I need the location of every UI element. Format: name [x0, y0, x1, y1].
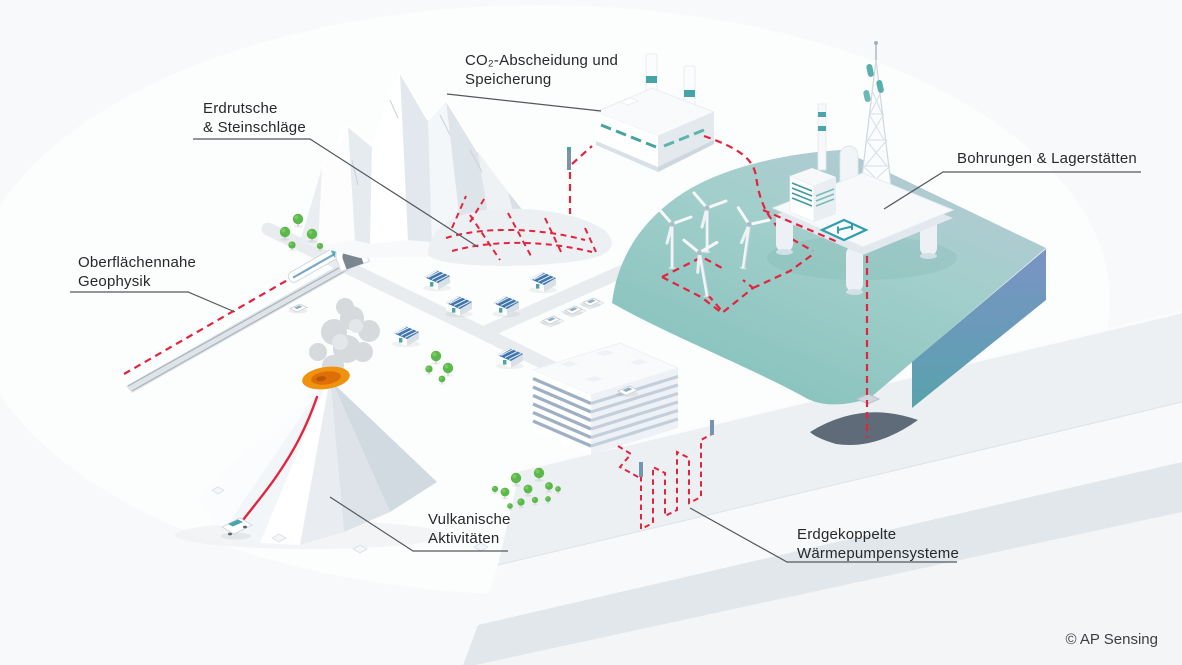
tree-icon: [292, 213, 304, 228]
vehicles: [288, 297, 639, 398]
factory-fiber-line: [568, 145, 593, 214]
heat-pump-connector: [617, 445, 641, 479]
tree-icon: [531, 496, 539, 506]
heat-pump-field: [617, 420, 714, 531]
factory-icon: [567, 53, 814, 252]
tree-icon: [288, 241, 296, 252]
tree-icon: [555, 486, 561, 494]
reservoir-lens: [810, 412, 918, 445]
leader-lines: [70, 93, 1141, 563]
railway: [123, 240, 371, 393]
label-co2-capture: CO₂-Abscheidung und Speicherung: [465, 51, 618, 89]
label-landslides: Erdrutsche & Steinschläge: [203, 99, 306, 137]
wind-farm: [657, 191, 813, 315]
monitoring-van-icon: [221, 517, 253, 540]
tree-icon: [545, 496, 551, 504]
borehole-pad: [855, 393, 881, 405]
label-heat-pump-line1: Erdgekoppelte: [797, 526, 897, 543]
label-co2-line2: Speicherung: [465, 71, 552, 88]
label-geophysics-line1: Oberflächennahe: [78, 254, 197, 271]
tree-icon: [306, 228, 318, 243]
label-heat-pump: Erdgekoppelte Wärmepumpensysteme: [797, 525, 959, 563]
tree-icon: [533, 467, 545, 482]
copyright-notice: © AP Sensing: [1065, 631, 1158, 648]
tree-icon: [438, 375, 446, 385]
geophysik-leader-line: [70, 291, 236, 313]
label-geophysics-line2: Geophysik: [78, 273, 151, 290]
tree-icon: [442, 362, 454, 377]
tree-icon: [430, 350, 442, 365]
volcano-icon: [175, 298, 489, 554]
label-geophysics: Oberflächennahe Geophysik: [78, 253, 196, 291]
smokestack-icon: [683, 65, 696, 107]
lava-monitoring-cable: [238, 395, 319, 526]
tree-icon: [425, 365, 433, 376]
tree-icon: [316, 242, 324, 252]
deck-fiber-line: [762, 208, 841, 245]
waermepumpen-leader-line: [689, 507, 957, 563]
label-landslides-line1: Erdrutsche: [203, 100, 278, 117]
erdrutsche-leader-line: [193, 138, 479, 248]
rocks: [211, 486, 489, 554]
co2-leader-line: [446, 93, 602, 112]
label-heat-pump-line2: Wärmepumpensysteme: [797, 545, 959, 562]
label-volcanic-line1: Vulkanische: [428, 511, 511, 528]
volcano-crater: [302, 366, 350, 390]
offshore-platform-icon: [762, 41, 955, 295]
tree-icon: [510, 472, 522, 487]
smokestack-icon: [645, 53, 658, 93]
label-volcanic-line2: Aktivitäten: [428, 530, 500, 547]
tree-icon: [545, 482, 553, 493]
subsea-cable-fiber: [661, 254, 813, 315]
sensor-post-icon: [710, 420, 714, 435]
label-drilling-text: Bohrungen & Lagerstätten: [957, 150, 1137, 167]
label-landslides-line2: & Steinschläge: [203, 119, 306, 136]
label-drilling: Bohrungen & Lagerstätten: [957, 149, 1137, 168]
platform-building: [789, 168, 836, 223]
label-co2-line1: CO₂-Abscheidung und: [465, 52, 619, 69]
water-side-face: [912, 249, 1046, 408]
sensor-post-icon: [639, 462, 643, 477]
tree-icon: [279, 226, 291, 241]
vulkan-leader-line: [329, 496, 508, 552]
label-volcanic: Vulkanische Aktivitäten: [428, 510, 511, 548]
tree-icon: [491, 485, 499, 495]
heat-pump-loop-icon: [640, 433, 713, 531]
helipad-icon: [819, 218, 869, 242]
office-building-icon: [531, 342, 680, 455]
tree-icon: [500, 487, 510, 500]
tree-icon: [523, 484, 533, 497]
helipad-h: [837, 223, 853, 234]
tree-icon: [517, 498, 525, 509]
sensor-post-icon: [567, 147, 571, 170]
bohrungen-leader-line: [883, 171, 1141, 210]
underground-reservoir: [810, 256, 918, 445]
